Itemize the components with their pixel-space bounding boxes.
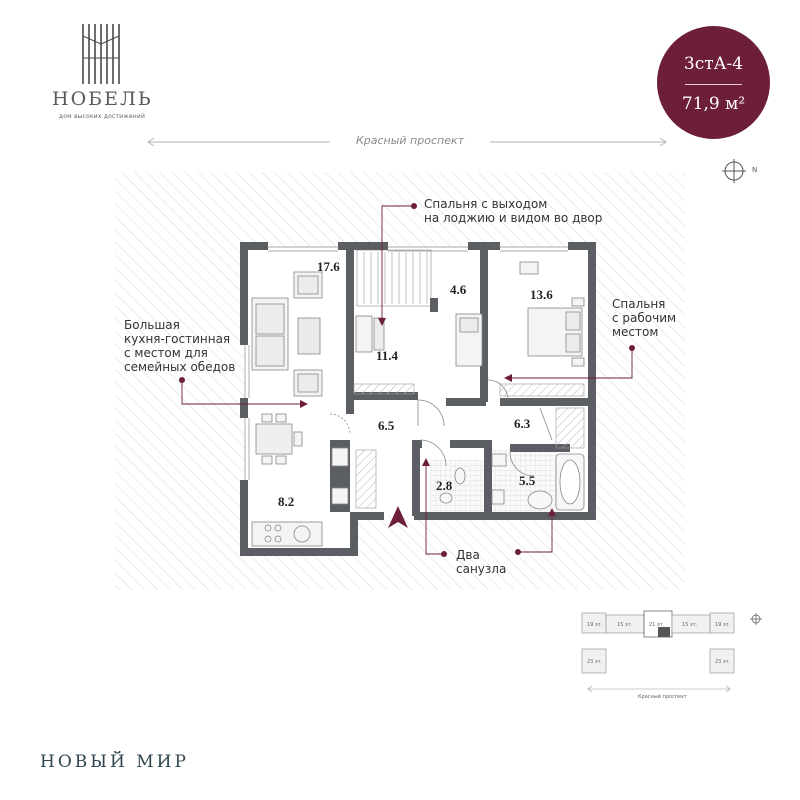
room-area-balcony: 4.6: [450, 282, 467, 297]
keyplan-floor: 19 эт.: [587, 622, 603, 628]
apartment-area: 71,9 м²: [681, 94, 746, 114]
room-labels: 17.6 4.6 11.4 13.6 6.5 6.3 2.8 5.5 8.2: [278, 259, 553, 509]
street-label: Красный проспект: [355, 134, 465, 147]
room-area-corridor: 6.3: [514, 416, 531, 431]
room-area-bedroom-right: 13.6: [530, 287, 553, 302]
keyplan-floor: 15 эт.: [617, 622, 633, 628]
compass-label: N: [752, 166, 758, 174]
room-area-kitchen: 8.2: [278, 494, 294, 509]
room-area-bathroom: 5.5: [519, 473, 536, 488]
apartment-type: 3стА-4: [683, 54, 744, 74]
room-area-living: 17.6: [317, 259, 340, 274]
callout-bathrooms: Два санузла: [456, 548, 506, 576]
callout-line: Большая: [124, 318, 180, 332]
callout-line: кухня-гостинная: [124, 332, 231, 346]
keyplan-floor: 19 эт.: [715, 622, 731, 628]
callout-line: Два: [456, 548, 480, 562]
callout-bedroom-work: Спальня с рабочим местом: [612, 297, 676, 339]
callout-line: с местом для: [124, 346, 208, 360]
project-title: НОВЫЙ МИР: [40, 752, 189, 772]
callout-line: санузла: [456, 562, 507, 576]
compass-icon: [722, 159, 746, 183]
keyplan-floor: 23 эт.: [587, 659, 603, 665]
callout-line: Спальня с выходом: [424, 197, 548, 211]
room-area-wc: 2.8: [436, 478, 453, 493]
callout-line: на лоджию и видом во двор: [424, 211, 603, 225]
badge-divider: [685, 84, 742, 85]
keyplan-street: Красный проспект: [638, 693, 687, 700]
callout-line: семейных обедов: [124, 360, 236, 374]
entrance-arrow-icon: [388, 506, 408, 528]
room-area-hall: 6.5: [378, 418, 395, 433]
logo-icon: [82, 24, 120, 84]
keyplan-floor: 15 эт.: [682, 622, 698, 628]
brand-name: НОБЕЛЬ: [52, 88, 153, 110]
apartment-badge: 3стА-4 71,9 м²: [657, 26, 770, 139]
keyplan-floor: 23 эт.: [715, 659, 731, 665]
room-area-bedroom-center: 11.4: [376, 348, 399, 363]
key-plan: 19 эт. 15 эт. 21 эт. 15 эт. 19 эт. 23 эт…: [581, 610, 762, 700]
keyplan-floor: 21 эт.: [649, 622, 665, 628]
callout-line: Спальня: [612, 297, 666, 311]
callout-line: местом: [612, 325, 659, 339]
callout-line: с рабочим: [612, 311, 677, 325]
brand-tagline: дом высоких достижений: [58, 113, 146, 120]
callout-bedroom-loggia: Спальня с выходом на лоджию и видом во д…: [424, 197, 602, 225]
callout-living-room: Большая кухня-гостинная с местом для сем…: [124, 318, 235, 374]
